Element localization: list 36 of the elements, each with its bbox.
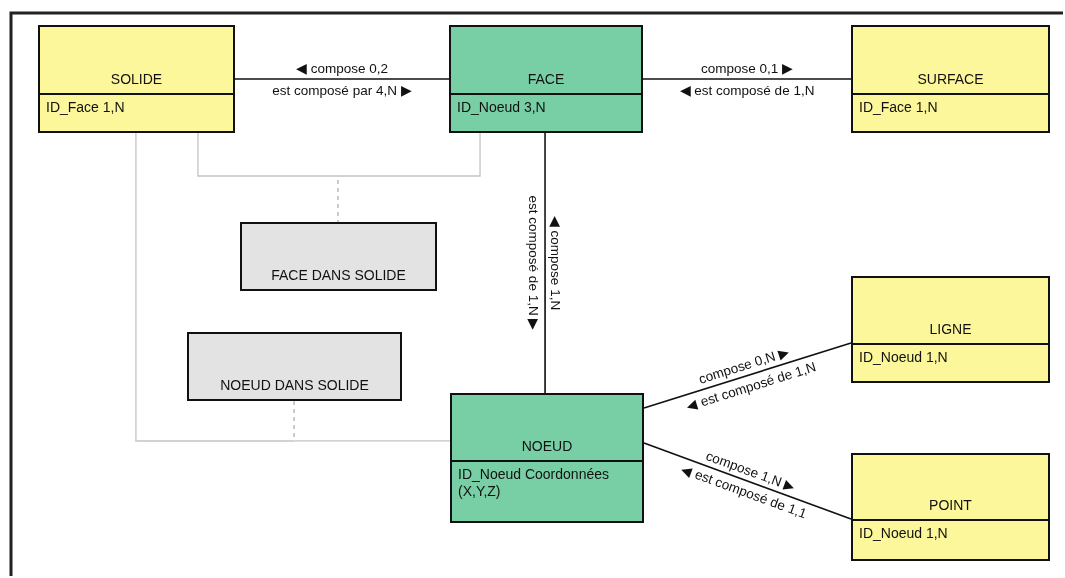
entity-name: FACE xyxy=(526,71,566,87)
entity-box xyxy=(851,276,1050,383)
entity-name: LIGNE xyxy=(928,321,973,337)
entity-name: SURFACE xyxy=(916,71,985,87)
edge-label: compose 0,1 ▶ xyxy=(701,60,793,76)
relation-line xyxy=(643,342,852,409)
association-name: FACE DANS SOLIDE xyxy=(270,267,407,283)
entity-name: NOEUD xyxy=(520,438,574,454)
entity-box xyxy=(38,25,235,133)
relation-line xyxy=(234,78,450,80)
entity-box xyxy=(450,393,644,523)
association-name: NOEUD DANS SOLIDE xyxy=(219,377,370,393)
association-link xyxy=(337,132,481,223)
entity-box xyxy=(851,25,1050,133)
association-box xyxy=(240,222,437,291)
entity-name: SOLIDE xyxy=(109,71,164,87)
edge-label: ◀ compose 0,2 xyxy=(296,60,388,76)
association-link xyxy=(135,132,295,442)
role-label: ◀ est composé de 1,N xyxy=(679,82,815,98)
entity-box xyxy=(851,453,1050,561)
relation-line xyxy=(544,132,546,394)
entity-name: POINT xyxy=(928,497,973,513)
entity-attributes: ID_Noeud 1,N xyxy=(853,343,1048,381)
entity-attributes: ID_Noeud Coordonnées (X,Y,Z) xyxy=(452,460,642,521)
entity-attributes: ID_Noeud 1,N xyxy=(853,519,1048,559)
relation-line xyxy=(643,442,852,520)
entity-attributes: ID_Face 1,N xyxy=(853,93,1048,131)
entity-attributes: ID_Face 1,N xyxy=(40,93,233,131)
role-label: est composé de 1,N ▶ xyxy=(526,195,543,331)
relation-line xyxy=(642,78,852,80)
association-box xyxy=(187,332,402,401)
association-link xyxy=(293,400,451,442)
role-label: est composé par 4,N ▶ xyxy=(272,82,412,98)
entity-attributes: ID_Noeud 3,N xyxy=(451,93,641,131)
entity-box xyxy=(449,25,643,133)
edge-label: ◀ compose 1,N xyxy=(548,215,565,311)
